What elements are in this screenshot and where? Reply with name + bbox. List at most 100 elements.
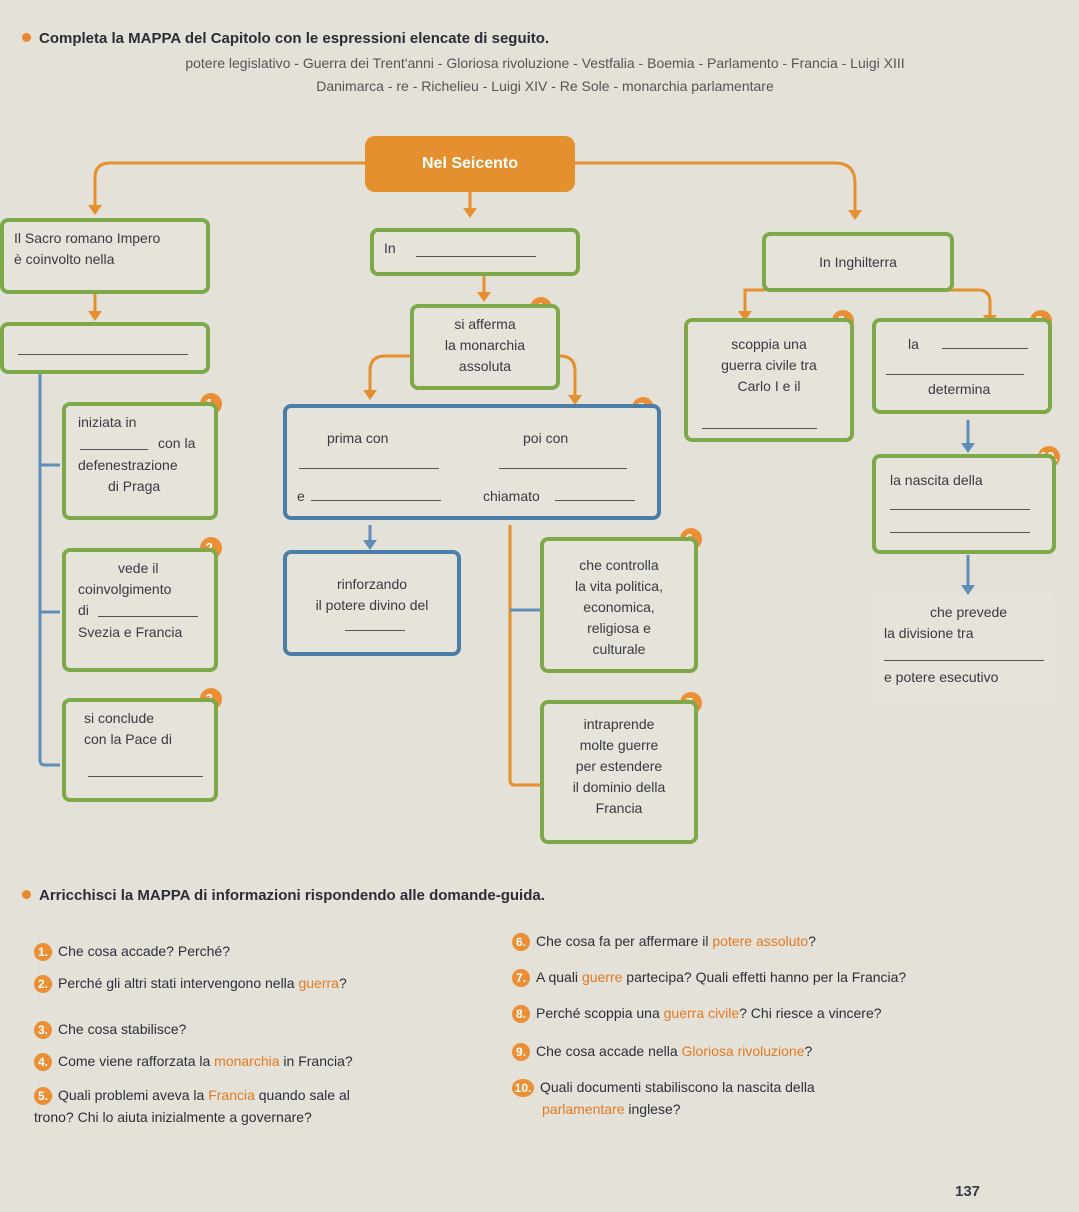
box-text: con la bbox=[158, 435, 196, 451]
blank-line[interactable] bbox=[311, 486, 441, 501]
blank-line[interactable] bbox=[886, 360, 1024, 375]
instruction: Completa la MAPPA del Capitolo con le es… bbox=[22, 30, 549, 47]
box-text: religiosa e bbox=[587, 620, 651, 636]
question-keyword: monarchia bbox=[214, 1053, 280, 1069]
box-text: la vita politica, bbox=[575, 578, 663, 594]
question-keyword: guerra bbox=[298, 975, 339, 991]
question-text: Come viene rafforzata la bbox=[58, 1053, 215, 1069]
question-text: ? Chi riesce a vincere? bbox=[739, 1005, 882, 1021]
box-sacro-romano-impero: Il Sacro romano Impero è coinvolto nella bbox=[0, 218, 210, 294]
box-text: poi con bbox=[523, 430, 569, 446]
blank-line[interactable] bbox=[499, 454, 627, 469]
box-guerre: intraprende molte guerre per estendere i… bbox=[540, 700, 698, 844]
box-coinvolgimento: vede il coinvolgimento di Svezia e Franc… bbox=[62, 548, 218, 672]
box-gloriosa: la determina bbox=[872, 318, 1052, 414]
box-text: per estendere bbox=[575, 758, 663, 774]
box-iniziata: iniziata in con la defenestrazione di Pr… bbox=[62, 402, 218, 520]
box-controlla: che controlla la vita politica, economic… bbox=[540, 537, 698, 673]
question-number: 5. bbox=[34, 1087, 52, 1105]
question-text: Che cosa accade nella bbox=[536, 1043, 682, 1059]
box-text: defenestrazione bbox=[78, 457, 178, 473]
question-9: 9. Che cosa accade nella Gloriosa rivoluz… bbox=[512, 1040, 812, 1062]
blank-line[interactable] bbox=[299, 454, 439, 469]
question-keyword: guerre bbox=[581, 969, 623, 985]
box-nascita: la nascita della bbox=[872, 454, 1056, 554]
blank-line[interactable] bbox=[890, 518, 1030, 533]
word-bank: potere legislativo - Guerra dei Trent'an… bbox=[30, 52, 1060, 98]
question-2: 2.Perché gli altri stati intervengono ne… bbox=[34, 972, 347, 994]
question-number: 2. bbox=[34, 975, 52, 993]
question-text: Che cosa stabilisce? bbox=[58, 1021, 187, 1037]
box-prevede: che prevede la divisione tra e potere es… bbox=[872, 596, 1056, 706]
question-keyword: Francia bbox=[208, 1087, 255, 1103]
box-text: la divisione tra bbox=[884, 625, 974, 641]
box-in-blank: In bbox=[370, 228, 580, 276]
bullet-icon bbox=[22, 890, 31, 899]
blank-line[interactable] bbox=[88, 762, 203, 777]
box-text: si afferma bbox=[454, 316, 516, 332]
box-text: guerra civile tra bbox=[721, 357, 817, 373]
question-number: 8. bbox=[512, 1005, 530, 1023]
blank-line[interactable] bbox=[702, 414, 817, 429]
box-text: di Praga bbox=[108, 478, 161, 494]
map-connectors bbox=[38, 161, 997, 787]
box-text: molte guerre bbox=[579, 737, 659, 753]
question-text: Quali documenti stabiliscono la nascita … bbox=[540, 1079, 815, 1095]
question-number: 1. bbox=[34, 943, 52, 961]
box-text: coinvolgimento bbox=[78, 581, 172, 597]
box-row: con la bbox=[78, 433, 204, 455]
blank-line[interactable] bbox=[80, 435, 148, 450]
word-bank-line: potere legislativo - Guerra dei Trent'an… bbox=[185, 55, 905, 71]
box-text: che controlla bbox=[579, 557, 659, 573]
question-8: 8.Perché scoppia una guerra civile? Chi … bbox=[512, 1002, 882, 1024]
box-text: il potere divino del bbox=[315, 597, 429, 613]
blank-line[interactable] bbox=[98, 602, 198, 617]
question-keyword: potere assoluto bbox=[712, 933, 809, 949]
box-text: prima con bbox=[327, 430, 389, 446]
blank-line[interactable] bbox=[890, 495, 1030, 510]
question-keyword: Gloriosa rivoluzione bbox=[681, 1043, 805, 1059]
blank-line[interactable] bbox=[555, 486, 635, 501]
map-title: Nel Seicento bbox=[365, 136, 575, 192]
box-text: scoppia una bbox=[731, 336, 807, 352]
box-in-inghilterra: In Inghilterra bbox=[762, 232, 954, 292]
question-6: 6.Che cosa fa per affermare il potere as… bbox=[512, 930, 816, 952]
question-text: ? bbox=[808, 933, 816, 949]
box-text: In bbox=[384, 240, 396, 256]
box-text: Carlo I e il bbox=[737, 378, 801, 394]
question-text: in Francia? bbox=[279, 1053, 353, 1069]
box-text: il dominio della bbox=[572, 779, 666, 795]
box-text: è coinvolto nella bbox=[14, 251, 115, 267]
question-4: 4. Come viene rafforzata la monarchia in … bbox=[34, 1050, 353, 1072]
blank-line[interactable] bbox=[18, 340, 188, 355]
blank-line[interactable] bbox=[942, 334, 1028, 349]
box-row: di bbox=[78, 600, 204, 622]
box-text: iniziata in bbox=[78, 414, 137, 430]
box-text: che prevede bbox=[930, 604, 1008, 620]
box-text: di bbox=[78, 602, 89, 618]
question-number: 3. bbox=[34, 1021, 52, 1039]
question-5: 5.Quali problemi aveva la Francia quando… bbox=[34, 1084, 350, 1128]
question-text: partecipa? Quali effetti hanno per la Fr… bbox=[622, 969, 907, 985]
box-monarchia-assoluta: si afferma la monarchia assoluta bbox=[410, 304, 560, 390]
bullet-icon bbox=[22, 33, 31, 42]
blank-line[interactable] bbox=[416, 242, 536, 257]
word-bank-line: Danimarca - re - Richelieu - Luigi XIV -… bbox=[316, 78, 774, 94]
question-text: inglese? bbox=[624, 1101, 681, 1117]
question-text: Perché scoppia una bbox=[536, 1005, 664, 1021]
box-row: la bbox=[886, 334, 1038, 358]
question-number: 7. bbox=[512, 969, 530, 987]
box-text: e potere esecutivo bbox=[884, 669, 999, 685]
box-text: Francia bbox=[595, 800, 643, 816]
blank-line[interactable] bbox=[884, 646, 1044, 661]
box-text: chiamato bbox=[483, 488, 540, 504]
box-text: assoluta bbox=[458, 358, 512, 374]
question-7: 7.A quali guerre partecipa? Quali effett… bbox=[512, 966, 906, 988]
blank-line[interactable] bbox=[345, 616, 405, 631]
box-text: economica, bbox=[583, 599, 655, 615]
box-guerra-civile: scoppia una guerra civile tra Carlo I e … bbox=[684, 318, 854, 442]
question-number: 4. bbox=[34, 1053, 52, 1071]
box-text: e bbox=[297, 488, 305, 504]
box-blank-guerra bbox=[0, 322, 210, 374]
question-number: 9. bbox=[512, 1043, 530, 1061]
